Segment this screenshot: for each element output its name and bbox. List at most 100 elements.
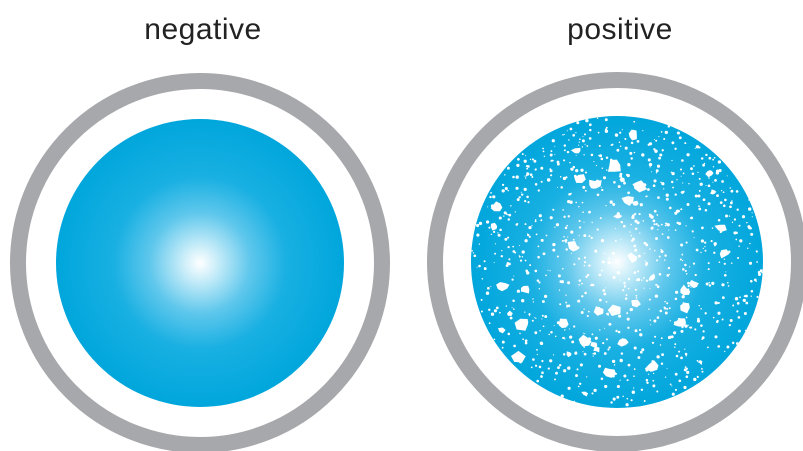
colony-speck [637, 270, 640, 273]
colony-speck [614, 240, 617, 242]
colony-speck [584, 189, 587, 192]
colony-speck [556, 160, 560, 164]
colony-speck [583, 221, 585, 223]
colony-speck [652, 379, 655, 382]
colony-speck [561, 267, 564, 270]
colony-speck [683, 385, 687, 390]
colony-speck [686, 153, 690, 157]
colony-speck [510, 205, 512, 207]
colony-speck [633, 271, 637, 274]
colony-speck [617, 330, 621, 334]
colony-speck [639, 350, 643, 354]
colony-speck [755, 250, 758, 253]
colony-speck [668, 273, 671, 275]
colony-speck [652, 372, 655, 375]
colony-speck [531, 225, 533, 227]
colony-speck [737, 316, 741, 319]
colony-speck [588, 264, 591, 267]
colony-speck [658, 156, 661, 160]
colony-speck [524, 199, 527, 203]
colony-speck [722, 191, 725, 194]
colony-speck [727, 285, 730, 287]
colony-speck [635, 296, 638, 299]
colony-speck [675, 290, 679, 294]
colony-speck [501, 183, 505, 187]
colony-speck [704, 241, 707, 244]
colony-speck [598, 298, 602, 302]
colony-speck [599, 329, 601, 331]
colony-speck [647, 158, 651, 162]
colony-speck [548, 333, 550, 336]
colony-speck [607, 348, 610, 351]
colony-speck [565, 294, 567, 296]
colony-blob [546, 178, 551, 182]
colony-speck [634, 227, 638, 231]
colony-speck [549, 359, 553, 363]
colony-speck [582, 211, 584, 213]
colony-speck [707, 202, 711, 206]
colony-speck [578, 219, 581, 223]
colony-speck [684, 269, 687, 272]
colony-speck [666, 302, 669, 305]
colony-speck [609, 200, 613, 204]
colony-speck [606, 169, 608, 171]
colony-speck [600, 186, 602, 188]
colony-speck [687, 324, 689, 326]
colony-speck [567, 236, 569, 238]
colony-speck [701, 336, 705, 339]
colony-speck [586, 273, 590, 277]
colony-speck [616, 395, 620, 399]
colony-speck [594, 249, 598, 253]
colony-speck [750, 279, 753, 283]
colony-speck [619, 131, 622, 134]
colony-speck [745, 301, 749, 305]
colony-speck [595, 164, 597, 167]
colony-speck [671, 159, 673, 162]
colony-speck [540, 375, 543, 378]
colony-speck [622, 224, 626, 228]
colony-speck [753, 278, 757, 282]
colony-speck [678, 222, 682, 226]
colony-speck [704, 249, 707, 252]
colony-speck [599, 154, 603, 158]
colony-speck [540, 180, 543, 183]
colony-speck [605, 300, 608, 303]
colony-speck [552, 354, 555, 356]
colony-speck [666, 236, 670, 239]
colony-speck [526, 167, 529, 170]
colony-speck [726, 345, 730, 349]
colony-speck [535, 317, 537, 319]
colony-speck [560, 280, 564, 284]
colony-speck [535, 233, 538, 236]
colony-speck [490, 233, 493, 236]
colony-speck [593, 388, 597, 393]
colony-speck [738, 224, 741, 227]
colony-speck [578, 226, 582, 229]
colony-speck [541, 314, 544, 317]
colony-speck [697, 171, 699, 174]
colony-speck [647, 373, 650, 375]
colony-speck [734, 297, 739, 301]
colony-speck [547, 269, 549, 271]
colony-speck [514, 211, 516, 213]
colony-speck [563, 159, 566, 162]
colony-speck [664, 224, 667, 227]
colony-speck [578, 206, 580, 208]
colony-speck [490, 192, 492, 194]
colony-speck [749, 242, 751, 245]
colony-speck [501, 249, 503, 252]
colony-speck [659, 309, 663, 313]
colony-speck [671, 385, 673, 387]
colony-speck [485, 291, 490, 295]
colony-speck [512, 175, 515, 179]
colony-speck [563, 369, 567, 373]
colony-speck [590, 236, 593, 240]
colony-speck [576, 121, 580, 125]
colony-speck [492, 230, 496, 234]
colony-speck [608, 346, 611, 349]
colony-speck [523, 159, 527, 163]
colony-speck [712, 158, 714, 161]
colony-speck [554, 226, 556, 228]
colony-speck [620, 221, 622, 223]
colony-speck [690, 286, 692, 288]
